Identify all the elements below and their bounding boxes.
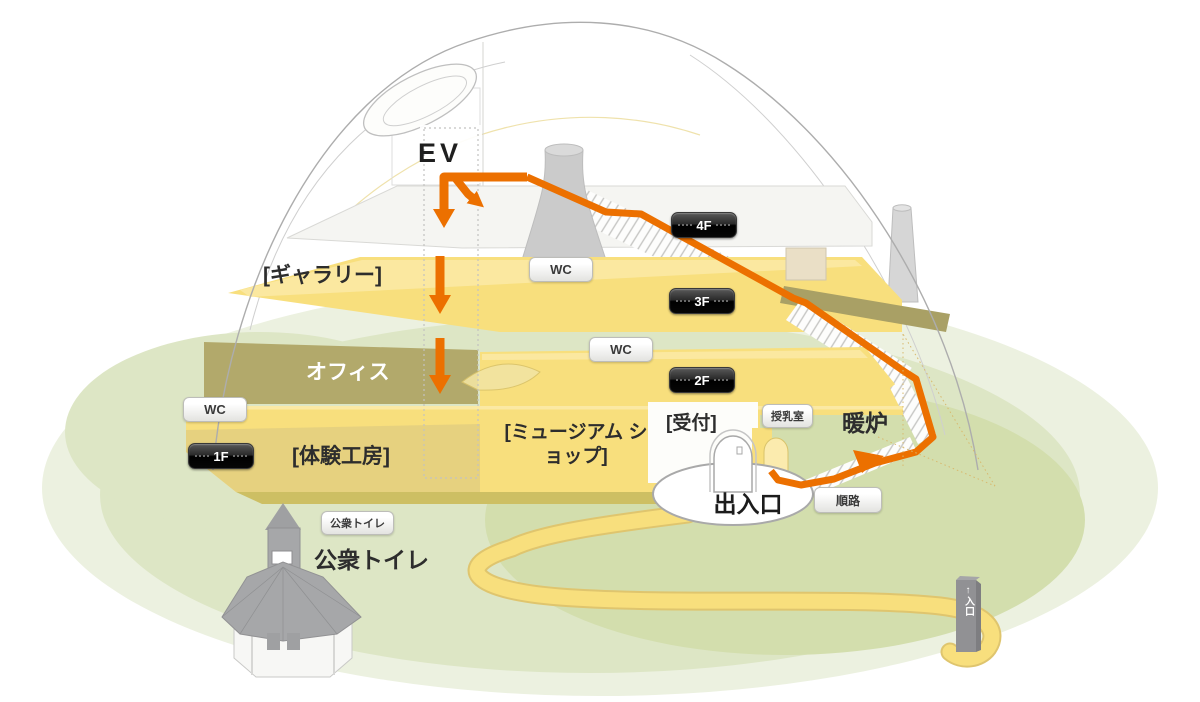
route-stairs-arrowhead xyxy=(853,450,884,473)
floor-badge-label: 1F xyxy=(213,448,229,464)
badge-dots xyxy=(713,379,728,381)
dome-outline xyxy=(212,21,979,471)
elevator-label: EV xyxy=(418,138,463,168)
office-floor-right xyxy=(780,286,950,332)
museum-shop-label: [ミュージアム ショップ] xyxy=(504,422,648,467)
public-toilet-badge-label: 公衆トイレ xyxy=(330,518,385,530)
workshop-label: [体験工房] xyxy=(292,445,390,468)
public-toilet-label: 公衆トイレ xyxy=(314,547,429,573)
route-4f-arrow xyxy=(452,176,484,208)
floor-badge-label: 4F xyxy=(696,217,712,233)
wc-badge-label: WC xyxy=(204,402,226,417)
rooftop-box xyxy=(785,247,827,281)
wc-badge-1f: WC xyxy=(183,397,247,422)
floor-badge-4f: 4F xyxy=(671,212,737,238)
gallery-label: [ギャラリー] xyxy=(263,264,382,287)
entrance-door xyxy=(713,435,753,493)
wc-badge-label: WC xyxy=(550,262,572,277)
up-arrow-icon: ↑ xyxy=(965,585,971,596)
garden-path xyxy=(469,506,1000,666)
floor-1f xyxy=(186,406,903,504)
badge-dots xyxy=(715,224,730,226)
wc-badge-2f: WC xyxy=(589,337,653,362)
skylight-oval xyxy=(362,63,478,137)
fireplace-label: 暖炉 xyxy=(842,410,888,436)
route-badge: 順路 xyxy=(814,487,882,513)
entrance-sign-label: 入口 xyxy=(962,596,974,616)
workshop-floor xyxy=(186,424,480,492)
floor-badge-3f: 3F xyxy=(669,288,735,314)
badge-dots xyxy=(713,300,728,302)
badge-dots xyxy=(232,455,247,457)
entrance-sign-text: ↑ 入口 xyxy=(958,585,978,616)
entrance-signpost xyxy=(956,576,981,652)
route-badge-label: 順路 xyxy=(835,493,860,508)
badge-dots xyxy=(676,300,691,302)
badge-dots xyxy=(195,455,210,457)
door-window xyxy=(736,446,743,455)
nursing-room-badge: 授乳室 xyxy=(762,404,813,428)
stairs-lower xyxy=(890,376,936,444)
route-line xyxy=(525,173,937,489)
reception-label: [受付] xyxy=(666,413,717,434)
floor-badge-1f: 1F xyxy=(188,443,254,469)
floor-3f xyxy=(228,247,950,332)
public-toilet-badge: 公衆トイレ xyxy=(321,511,394,535)
public-toilet-hut xyxy=(221,503,362,678)
wc-badge-label: WC xyxy=(610,342,632,357)
visitor-route xyxy=(429,172,937,489)
badge-dots xyxy=(678,224,693,226)
floor-badge-2f: 2F xyxy=(669,367,735,393)
spiral-ramp xyxy=(461,363,541,391)
entrance-exit-label: 出入口 xyxy=(713,491,783,517)
nursing-room-badge-label: 授乳室 xyxy=(771,411,804,423)
floor-badge-label: 3F xyxy=(694,293,710,309)
office-label: オフィス xyxy=(306,361,390,384)
office-floor-left xyxy=(204,342,478,404)
guide-lines xyxy=(877,333,996,487)
floor-badge-label: 2F xyxy=(694,372,710,388)
wc-badge-3f: WC xyxy=(529,257,593,282)
route-ev-arrow-1 xyxy=(433,172,527,228)
badge-dots xyxy=(676,379,691,381)
small-chimney xyxy=(887,204,919,303)
